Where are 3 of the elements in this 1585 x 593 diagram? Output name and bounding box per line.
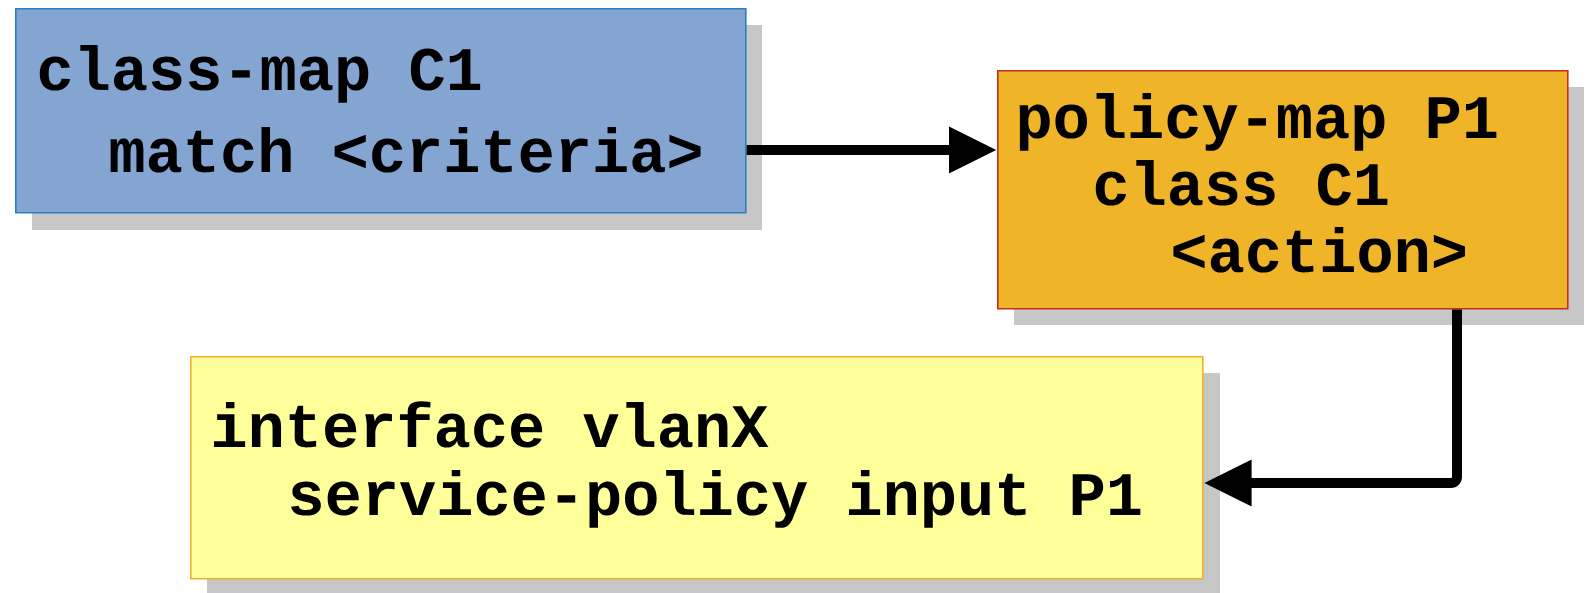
code-box: class-map C1 match <criteria> — [15, 8, 762, 230]
code-box: interface vlanX service-policy input P1 — [190, 356, 1220, 593]
code-box: policy-map P1 class C1 <action> — [997, 70, 1584, 325]
